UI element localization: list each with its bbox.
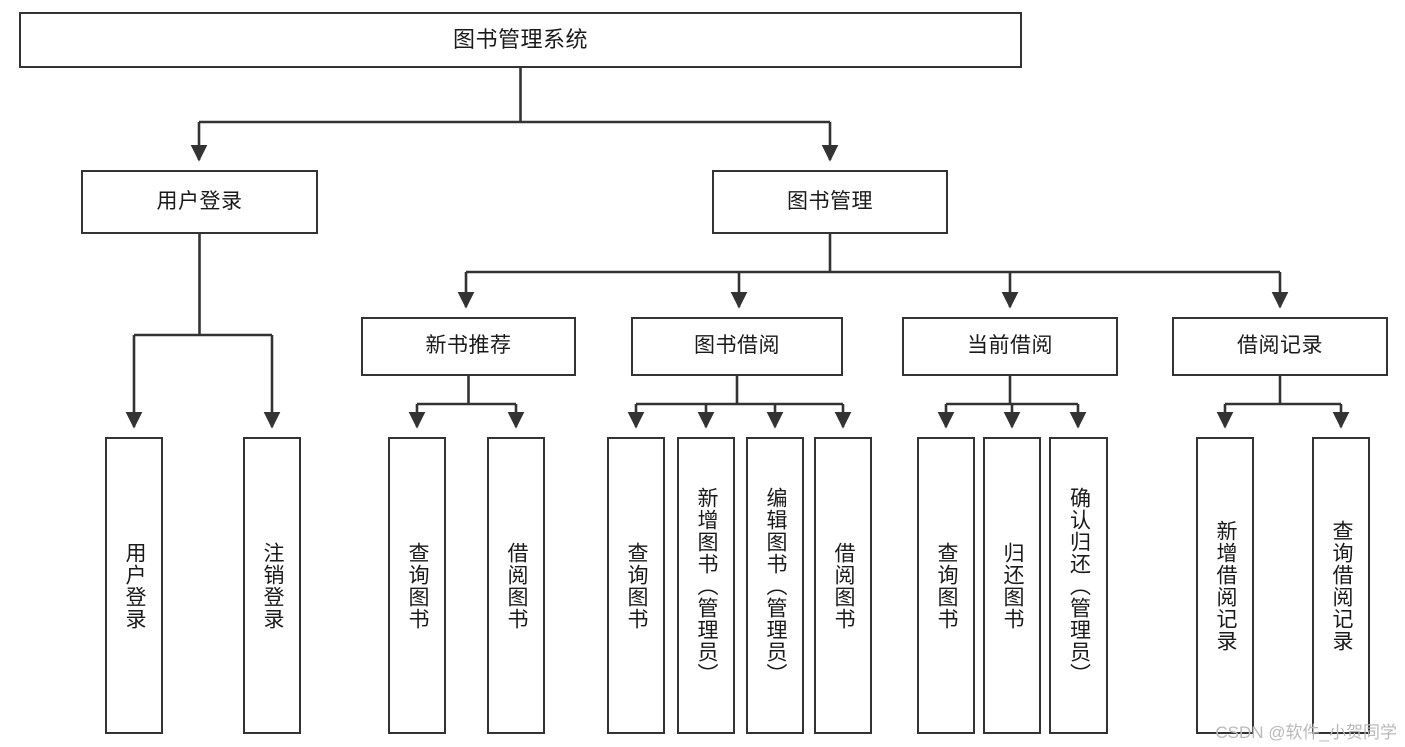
node-leaf-query-book-1-label: 查询图书: [406, 541, 430, 630]
node-leaf-query-book-1[interactable]: 查询图书: [388, 437, 446, 734]
node-loan-record-label: 借阅记录: [1237, 334, 1323, 358]
node-leaf-query-book-3[interactable]: 查询图书: [917, 437, 975, 734]
csdn-watermark: CSDN @软件_小贺同学: [1215, 723, 1397, 742]
node-root[interactable]: 图书管理系统: [19, 12, 1022, 68]
node-leaf-query-book-3-label: 查询图书: [935, 541, 959, 630]
node-leaf-query-record[interactable]: 查询借阅记录: [1312, 437, 1370, 734]
node-leaf-borrow-book-1-label: 借阅图书: [505, 541, 529, 630]
node-leaf-user-logout-label: 注销登录: [261, 541, 285, 630]
node-leaf-user-logout[interactable]: 注销登录: [243, 437, 301, 734]
node-current-loan-label: 当前借阅: [967, 334, 1053, 358]
node-leaf-add-book-label: 新增图书（管理员）: [695, 486, 719, 685]
node-leaf-query-book-2[interactable]: 查询图书: [607, 437, 665, 734]
node-leaf-edit-book-label: 编辑图书（管理员）: [764, 486, 788, 685]
node-leaf-query-record-label: 查询借阅记录: [1330, 519, 1354, 652]
node-leaf-add-record[interactable]: 新增借阅记录: [1196, 437, 1254, 734]
node-leaf-add-record-label: 新增借阅记录: [1214, 519, 1238, 652]
node-leaf-query-book-2-label: 查询图书: [625, 541, 649, 630]
node-book-manage-label: 图书管理: [787, 189, 873, 213]
node-leaf-borrow-book-1[interactable]: 借阅图书: [487, 437, 545, 734]
node-leaf-user-login-label: 用户登录: [123, 541, 147, 630]
node-leaf-borrow-book-2-label: 借阅图书: [832, 541, 856, 630]
node-leaf-confirm-return[interactable]: 确认归还（管理员）: [1049, 437, 1108, 734]
node-leaf-return-book[interactable]: 归还图书: [983, 437, 1041, 734]
node-current-loan[interactable]: 当前借阅: [902, 317, 1118, 376]
node-book-borrow[interactable]: 图书借阅: [631, 317, 843, 376]
node-leaf-return-book-label: 归还图书: [1001, 541, 1025, 630]
node-leaf-edit-book[interactable]: 编辑图书（管理员）: [746, 437, 804, 734]
node-root-label: 图书管理系统: [452, 27, 588, 53]
node-new-book-rec-label: 新书推荐: [425, 334, 512, 358]
node-leaf-user-login[interactable]: 用户登录: [105, 437, 163, 734]
node-new-book-rec[interactable]: 新书推荐: [361, 317, 576, 376]
node-leaf-borrow-book-2[interactable]: 借阅图书: [814, 437, 872, 734]
node-user-login[interactable]: 用户登录: [81, 170, 318, 234]
node-user-login-label: 用户登录: [156, 189, 243, 213]
node-book-manage[interactable]: 图书管理: [712, 170, 948, 234]
node-leaf-confirm-return-label: 确认归还（管理员）: [1067, 486, 1091, 685]
node-loan-record[interactable]: 借阅记录: [1172, 317, 1388, 376]
node-book-borrow-label: 图书借阅: [694, 334, 780, 358]
node-leaf-add-book[interactable]: 新增图书（管理员）: [677, 437, 735, 734]
